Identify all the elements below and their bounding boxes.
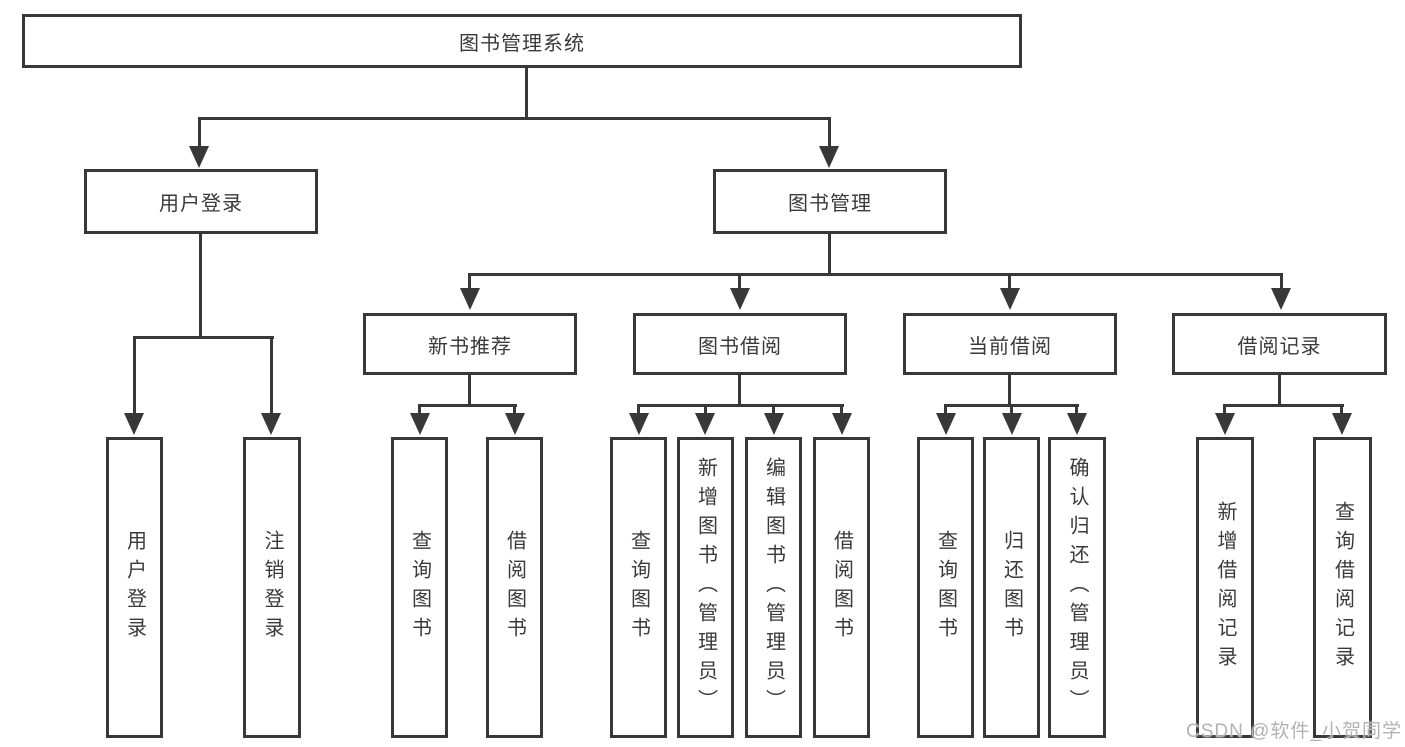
leaf-edit-book-admin: 编辑图书（管理员） [745, 437, 802, 738]
arrow-down-icon [764, 413, 784, 435]
connector-line [418, 404, 517, 407]
connector-line [270, 336, 273, 417]
connector-line [468, 273, 471, 292]
node-label: 编辑图书（管理员） [762, 457, 785, 718]
node-label: 借阅图书 [503, 529, 526, 646]
node-label: 图书借阅 [698, 335, 782, 358]
connector-line [525, 68, 528, 117]
node-user-login: 用户登录 [84, 169, 318, 234]
connector-line [738, 375, 741, 407]
leaf-user-login: 用户登录 [106, 437, 163, 738]
connector-line [828, 117, 831, 150]
arrow-down-icon [1000, 288, 1020, 310]
leaf-logout: 注销登录 [243, 437, 301, 738]
connector-line [133, 336, 274, 339]
connector-line [468, 273, 1283, 276]
connector-line [418, 404, 421, 416]
connector-line [1340, 404, 1343, 416]
connector-line [704, 404, 707, 416]
connector-line [1223, 404, 1344, 407]
connector-line [828, 234, 831, 276]
leaf-confirm-return-admin: 确认归还（管理员） [1048, 437, 1106, 738]
leaf-search-books-borrowing: 查询图书 [610, 437, 667, 738]
arrow-down-icon [1215, 413, 1235, 435]
leaf-search-books-recommend: 查询图书 [391, 437, 448, 738]
node-label: 新增图书（管理员） [694, 457, 717, 718]
node-label: 用户登录 [123, 529, 146, 646]
node-label: 图书管理系统 [459, 32, 585, 55]
arrow-down-icon [189, 146, 209, 168]
connector-line [199, 117, 831, 120]
connector-line [944, 404, 947, 416]
node-label: 借阅图书 [830, 529, 853, 646]
arrow-down-icon [1002, 413, 1022, 435]
arrow-down-icon [832, 413, 852, 435]
node-label: 查询图书 [408, 529, 431, 646]
connector-line [468, 375, 471, 407]
connector-line [637, 404, 640, 416]
connector-line [1008, 375, 1011, 407]
arrow-down-icon [695, 413, 715, 435]
connector-line [1010, 404, 1013, 416]
connector-line [1223, 404, 1226, 416]
node-label: 查询图书 [934, 529, 957, 646]
node-book-borrowing: 图书借阅 [633, 313, 847, 375]
connector-line [1278, 375, 1281, 407]
connector-line [1280, 273, 1283, 292]
node-label: 新增借阅记录 [1214, 500, 1236, 675]
leaf-add-book-admin: 新增图书（管理员） [677, 437, 734, 738]
connector-line [738, 273, 741, 292]
node-label: 归还图书 [1000, 529, 1023, 646]
arrow-down-icon [819, 146, 839, 168]
node-label: 确认归还（管理员） [1066, 457, 1088, 718]
node-label: 借阅记录 [1237, 335, 1322, 358]
leaf-add-borrow-record: 新增借阅记录 [1196, 437, 1254, 738]
node-current-borrowing: 当前借阅 [903, 313, 1117, 375]
connector-line [1075, 404, 1078, 416]
connector-line [513, 404, 516, 416]
arrow-down-icon [1271, 288, 1291, 310]
node-label: 用户登录 [159, 193, 243, 215]
connector-line [637, 404, 844, 407]
arrow-down-icon [124, 413, 144, 435]
node-label: 新书推荐 [428, 335, 512, 358]
arrow-down-icon [410, 413, 430, 435]
connector-line [840, 404, 843, 416]
leaf-search-borrow-record: 查询借阅记录 [1313, 437, 1372, 738]
node-label: 注销登录 [261, 529, 283, 646]
arrow-down-icon [261, 413, 281, 435]
node-book-management: 图书管理 [713, 169, 947, 234]
leaf-return-book: 归还图书 [983, 437, 1040, 738]
arrow-down-icon [505, 413, 525, 435]
node-label: 当前借阅 [968, 335, 1052, 358]
arrow-down-icon [1332, 413, 1352, 435]
leaf-borrow-books: 借阅图书 [813, 437, 870, 738]
arrow-down-icon [1067, 413, 1087, 435]
arrow-down-icon [629, 413, 649, 435]
node-library-management-system: 图书管理系统 [22, 14, 1022, 68]
node-label: 图书管理 [788, 193, 872, 215]
leaf-search-books-current: 查询图书 [917, 437, 974, 738]
node-borrowing-records: 借阅记录 [1172, 313, 1387, 375]
arrow-down-icon [460, 288, 480, 310]
connector-line [199, 234, 202, 339]
node-new-book-recommendation: 新书推荐 [363, 313, 577, 375]
connector-line [772, 404, 775, 416]
connector-line [198, 117, 201, 150]
connector-line [133, 336, 136, 417]
arrow-down-icon [730, 288, 750, 310]
node-label: 查询借阅记录 [1331, 500, 1354, 675]
csdn-watermark: CSDN @软件_小贺同学 [1186, 721, 1402, 742]
leaf-borrow-books-recommend: 借阅图书 [486, 437, 543, 738]
connector-line [1008, 273, 1011, 292]
arrow-down-icon [936, 413, 956, 435]
node-label: 查询图书 [627, 529, 650, 646]
